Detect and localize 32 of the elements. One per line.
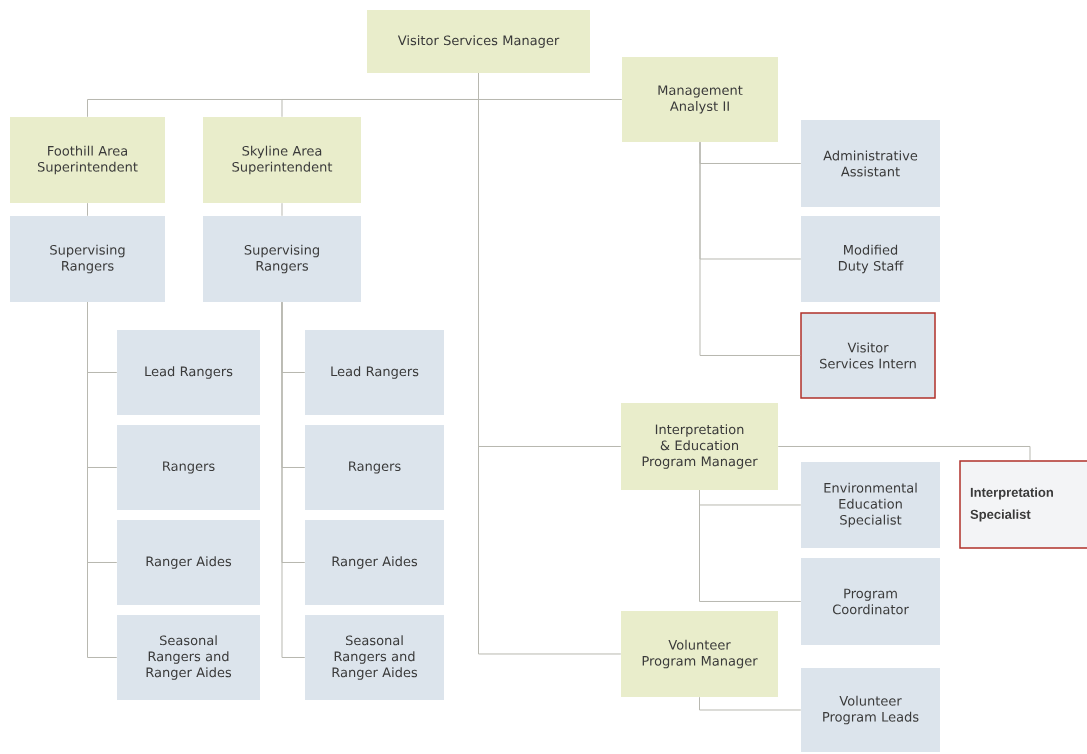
- position-box: Skyline Area Superintendent: [203, 117, 361, 203]
- position-box: Ranger Aides: [117, 520, 260, 605]
- position-box: Lead Rangers: [305, 330, 444, 415]
- connector-line: [699, 141, 801, 356]
- connector-line: [87, 301, 118, 658]
- connector-line: [87, 202, 88, 217]
- connector-line: [281, 301, 306, 658]
- position-box: Seasonal Rangers and Ranger Aides: [305, 615, 444, 700]
- highlighted-position-box: Visitor Services Intern: [800, 312, 936, 399]
- connector-line: [699, 696, 802, 711]
- position-box: Administrative Assistant: [801, 120, 940, 207]
- position-box: Program Coordinator: [801, 558, 940, 645]
- position-box: Modified Duty Staff: [801, 216, 940, 302]
- position-box: Volunteer Program Manager: [621, 611, 778, 697]
- highlighted-position-box: Interpretation Specialist: [959, 460, 1087, 549]
- connector-line: [699, 489, 802, 602]
- position-box: Foothill Area Superintendent: [10, 117, 165, 203]
- connector-line: [777, 446, 1031, 461]
- position-box: Volunteer Program Leads: [801, 668, 940, 752]
- connector-line: [478, 72, 622, 655]
- position-box: Ranger Aides: [305, 520, 444, 605]
- position-box: Visitor Services Manager: [367, 10, 590, 73]
- position-box: Environmental Education Specialist: [801, 462, 940, 548]
- position-box: Rangers: [117, 425, 260, 510]
- position-box: Interpretation & Education Program Manager: [621, 403, 778, 490]
- position-box: Supervising Rangers: [10, 216, 165, 302]
- position-box: Seasonal Rangers and Ranger Aides: [117, 615, 260, 700]
- position-box: Rangers: [305, 425, 444, 510]
- position-box: Lead Rangers: [117, 330, 260, 415]
- position-box: Management Analyst II: [622, 57, 778, 142]
- position-box: Supervising Rangers: [203, 216, 361, 302]
- connector-line: [281, 202, 283, 217]
